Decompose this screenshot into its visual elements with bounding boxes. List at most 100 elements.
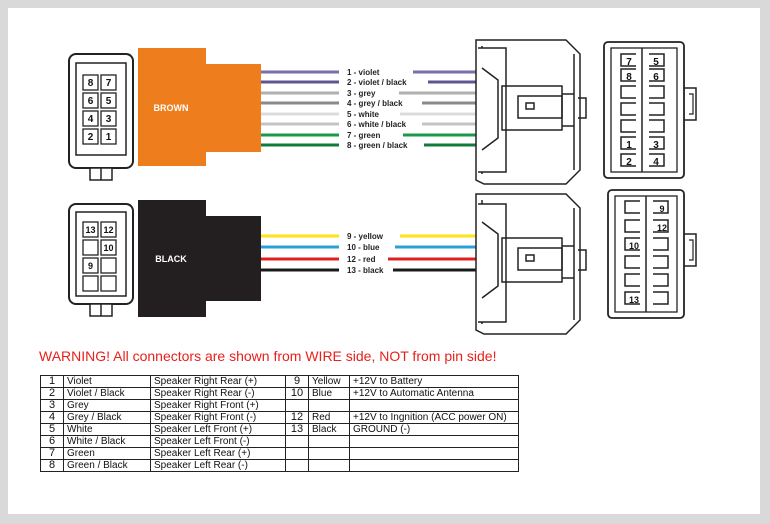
brown-pin-label: 6 <box>88 96 94 107</box>
color-cell: Blue <box>308 387 350 400</box>
function-cell: Speaker Left Front (+) <box>150 423 286 436</box>
brown-pin-view: 8 7 6 5 4 3 2 1 <box>68 53 134 181</box>
color-cell <box>308 459 350 472</box>
table-row: 5 White Speaker Left Front (+) 13 Black … <box>40 423 519 436</box>
table-row: 6 White / Black Speaker Left Front (-) <box>40 435 519 448</box>
brown-pin-label: 3 <box>106 114 112 125</box>
iso-housing-bottom <box>475 193 587 335</box>
color-cell <box>308 399 350 412</box>
iso-pin-label: 3 <box>653 140 659 151</box>
black-connector: BLACK <box>138 200 261 317</box>
table-row: 8 Green / Black Speaker Left Rear (-) <box>40 459 519 472</box>
wires-top: 1 - violet 2 - violet / black 3 - grey 4… <box>261 68 476 150</box>
color-cell <box>308 435 350 448</box>
wire-label: 10 - blue <box>347 243 380 252</box>
iso-pin-label: 5 <box>653 57 659 68</box>
brown-pin-label: 1 <box>106 132 112 143</box>
table-row: 7 Green Speaker Left Rear (+) <box>40 447 519 460</box>
color-cell: Grey / Black <box>63 411 151 424</box>
iso-pin-label: 7 <box>626 57 632 68</box>
brown-pin-label: 8 <box>88 78 94 89</box>
table-row: 2 Violet / Black Speaker Right Rear (-) … <box>40 387 519 400</box>
brown-pin-label: 4 <box>88 114 94 125</box>
wire-label: 12 - red <box>347 255 376 264</box>
function-cell: Speaker Right Rear (-) <box>150 387 286 400</box>
wire-label: 13 - black <box>347 266 384 275</box>
color-cell: Grey <box>63 399 151 412</box>
wire-label: 1 - violet <box>347 68 380 77</box>
black-pin-view: 13 12 10 9 <box>68 203 134 317</box>
color-cell: White <box>63 423 151 436</box>
pin-cell: 5 <box>40 423 64 436</box>
wire-label: 7 - green <box>347 131 380 140</box>
color-cell: White / Black <box>63 435 151 448</box>
pin-cell: 3 <box>40 399 64 412</box>
function-cell <box>349 459 519 472</box>
wires-bottom: 9 - yellow 10 - blue 12 - red 13 - black <box>261 232 476 275</box>
function-cell: Speaker Right Rear (+) <box>150 375 286 388</box>
function-cell: +12V to Ingnition (ACC power ON) <box>349 411 519 424</box>
function-cell: Speaker Right Front (-) <box>150 411 286 424</box>
black-connector-body <box>138 200 206 317</box>
black-connector-neck <box>206 216 261 301</box>
table-row: 1 Violet Speaker Right Rear (+) 9 Yellow… <box>40 375 519 388</box>
iso-pin-label: 1 <box>626 140 632 151</box>
table-row: 3 Grey Speaker Right Front (+) <box>40 399 519 412</box>
iso-plug-bottom: 9 12 10 13 <box>607 189 697 319</box>
pin-cell: 12 <box>285 411 309 424</box>
wiring-diagram: 8 7 6 5 4 3 2 1 BROWN 13 12 10 9 <box>68 39 697 335</box>
brown-pin-label: 5 <box>106 96 112 107</box>
wire-label: 8 - green / black <box>347 141 408 150</box>
pin-cell: 7 <box>40 447 64 460</box>
iso-pin-label: 9 <box>659 204 664 214</box>
function-cell: Speaker Right Front (+) <box>150 399 286 412</box>
function-cell: Speaker Left Front (-) <box>150 435 286 448</box>
black-pin-label: 9 <box>88 261 93 271</box>
function-cell <box>349 435 519 448</box>
color-cell: Violet <box>63 375 151 388</box>
wire-label: 3 - grey <box>347 89 376 98</box>
diagram-frame: 8 7 6 5 4 3 2 1 BROWN 13 12 10 9 <box>8 8 760 514</box>
brown-connector: BROWN <box>138 48 261 166</box>
brown-connector-body <box>138 48 206 166</box>
function-cell: GROUND (-) <box>349 423 519 436</box>
brown-connector-neck <box>206 64 261 152</box>
brown-connector-label: BROWN <box>154 103 189 113</box>
wire-label: 4 - grey / black <box>347 99 403 108</box>
pin-cell <box>285 399 309 412</box>
brown-pin-label: 2 <box>88 132 94 143</box>
iso-pin-label: 12 <box>657 223 667 233</box>
wire-label: 6 - white / black <box>347 120 407 129</box>
function-cell: +12V to Automatic Antenna <box>349 387 519 400</box>
pin-cell <box>285 447 309 460</box>
pin-cell: 9 <box>285 375 309 388</box>
iso-pin-label: 6 <box>653 72 659 83</box>
black-pin-label: 13 <box>85 225 95 235</box>
pin-cell: 2 <box>40 387 64 400</box>
pin-cell: 13 <box>285 423 309 436</box>
pin-cell <box>285 459 309 472</box>
iso-pin-label: 13 <box>629 295 639 305</box>
color-cell: Red <box>308 411 350 424</box>
pin-cell: 4 <box>40 411 64 424</box>
iso-housing-top <box>475 39 587 185</box>
function-cell: Speaker Left Rear (+) <box>150 447 286 460</box>
function-cell <box>349 399 519 412</box>
color-cell: Violet / Black <box>63 387 151 400</box>
wire-label: 9 - yellow <box>347 232 384 241</box>
black-connector-label: BLACK <box>155 254 187 264</box>
color-cell: Black <box>308 423 350 436</box>
function-cell <box>349 447 519 460</box>
table-row: 4 Grey / Black Speaker Right Front (-) 1… <box>40 411 519 424</box>
color-cell: Green / Black <box>63 459 151 472</box>
pin-cell: 8 <box>40 459 64 472</box>
iso-pin-label: 10 <box>629 241 639 251</box>
iso-pin-label: 2 <box>626 157 632 168</box>
pin-table: 1 Violet Speaker Right Rear (+) 9 Yellow… <box>40 375 519 472</box>
pin-cell: 10 <box>285 387 309 400</box>
pin-cell: 1 <box>40 375 64 388</box>
pin-cell: 6 <box>40 435 64 448</box>
function-cell: Speaker Left Rear (-) <box>150 459 286 472</box>
brown-pin-label: 7 <box>106 78 112 89</box>
black-pin-label: 12 <box>103 225 113 235</box>
